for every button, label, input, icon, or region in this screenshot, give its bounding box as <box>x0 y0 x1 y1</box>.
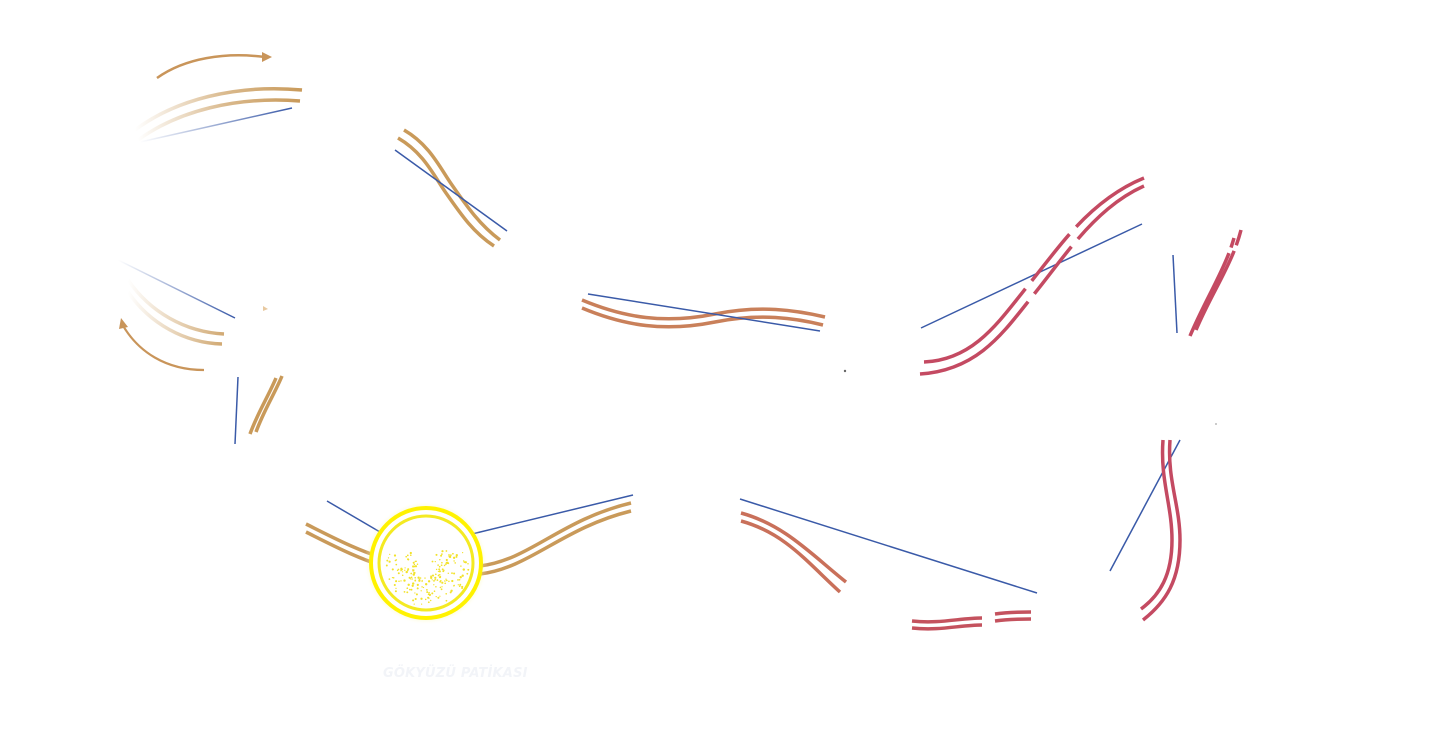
curved-arrow-icon <box>119 318 128 329</box>
track-segment-8 <box>919 176 1145 376</box>
curved-arrow-icon <box>262 52 272 62</box>
track-segment-7 <box>739 498 1038 631</box>
sun-icon[interactable] <box>364 501 488 625</box>
path-title[interactable]: GÖKYÜZÜ PATİKASI <box>383 666 528 681</box>
track-segment-6 <box>305 494 634 576</box>
track-segment-5 <box>581 293 826 332</box>
track-segment-4 <box>234 375 284 445</box>
track-segment-1 <box>133 52 303 143</box>
track-segment-2 <box>394 128 508 248</box>
track-segment-9 <box>1172 229 1243 337</box>
track-segment-3 <box>117 259 268 372</box>
track-segment-10 <box>1109 439 1182 622</box>
